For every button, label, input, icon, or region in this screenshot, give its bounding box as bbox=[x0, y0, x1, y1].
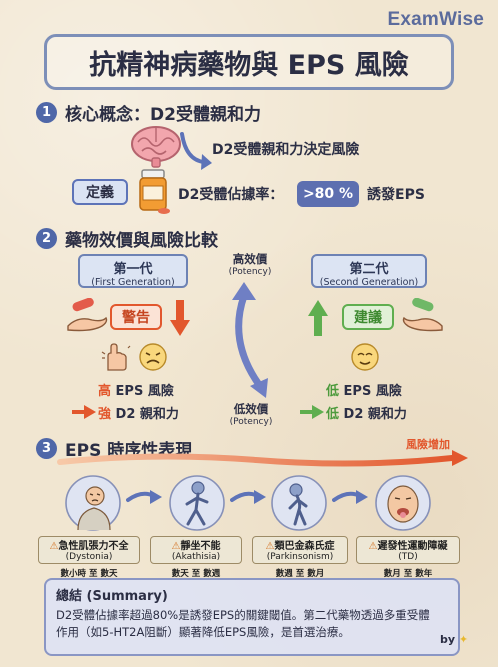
summary-title: 總結 (Summary) bbox=[56, 589, 168, 604]
warning-triangle-icon: ⚠ bbox=[49, 541, 59, 552]
definition-label: 定義 bbox=[86, 185, 114, 201]
first-affinity-rest: D2 親和力 bbox=[111, 407, 179, 422]
summary-body: D2受體佔據率超過80%是誘發EPS的關鍵閾值。第二代藥物透過多重受體作用（如5… bbox=[56, 608, 430, 639]
high-potency-sub: (Potency) bbox=[228, 267, 272, 277]
stage-td-name: 遲發性運動障礙 bbox=[377, 541, 448, 552]
low-potency-label: 低效價 (Potency) bbox=[226, 403, 276, 429]
lightbulb-icon: ✦ bbox=[458, 633, 469, 646]
first-gen-affinity: 強 D2 親和力 bbox=[98, 403, 179, 422]
stage-parkinsonism: ⚠類巴金森氏症 (Parkinsonism) bbox=[252, 536, 348, 564]
low-potency-sub: (Potency) bbox=[229, 417, 273, 427]
footer-by: by ✦ bbox=[440, 633, 468, 646]
title-banner: 抗精神病藥物與 EPS 風險 bbox=[44, 34, 454, 90]
stage-dystonia-name: 急性肌張力不全 bbox=[58, 541, 129, 552]
pill-bottle-icon bbox=[139, 169, 170, 214]
hand-pill-left-icon bbox=[67, 298, 108, 332]
section1-header: 1 核心概念：D2受體親和力 bbox=[36, 100, 261, 125]
high-potency-label: 高效價 (Potency) bbox=[228, 253, 272, 279]
first-gen-title: 第一代 bbox=[113, 262, 153, 277]
right-arrow-green-icon bbox=[300, 405, 324, 419]
stage-akathisia-name: 靜坐不能 bbox=[180, 541, 221, 552]
warning-triangle-icon: ⚠ bbox=[265, 541, 275, 552]
summary-box: 總結 (Summary) D2受體佔據率超過80%是誘發EPS的關鍵閾值。第二代… bbox=[44, 578, 460, 656]
section2-title: 藥物效價與風險比較 bbox=[65, 231, 218, 251]
first-risk-rest: EPS 風險 bbox=[111, 384, 174, 399]
stage-td: ⚠遲發性運動障礙 (TD) bbox=[356, 536, 460, 564]
tremor-hand-icon bbox=[101, 343, 131, 371]
threshold-value: >80 % bbox=[302, 186, 354, 202]
stage-parkinsonism-name: 類巴金森氏症 bbox=[274, 541, 335, 552]
section2-number: 2 bbox=[36, 228, 57, 249]
first-gen-subtitle: (First Generation) bbox=[91, 277, 175, 288]
tardive-dyskinesia-face-icon bbox=[375, 475, 431, 531]
curved-arrow-icon bbox=[180, 132, 212, 170]
warning-triangle-icon: ⚠ bbox=[368, 541, 378, 552]
first-gen-risk: 高 EPS 風險 bbox=[98, 380, 174, 399]
page-title: 抗精神病藥物與 EPS 風險 bbox=[89, 49, 409, 81]
section1-number: 1 bbox=[36, 102, 57, 123]
second-gen-risk: 低 EPS 風險 bbox=[326, 380, 402, 399]
potency-arrow-icon bbox=[232, 282, 268, 398]
stage-arrow-3-icon bbox=[332, 490, 368, 504]
stage-arrow-2-icon bbox=[230, 490, 266, 504]
stage-akathisia-time: 數天 至 數週 bbox=[171, 569, 221, 579]
section1-title: 核心概念：D2受體親和力 bbox=[65, 105, 261, 125]
definition-chip: 定義 bbox=[72, 179, 128, 205]
second-gen-affinity: 低 D2 親和力 bbox=[326, 403, 407, 422]
footer-by-text: by bbox=[440, 633, 456, 646]
stage-dystonia-time: 數小時 至 數天 bbox=[60, 569, 118, 579]
hand-pill-right-icon bbox=[402, 298, 443, 332]
worried-face-icon bbox=[139, 343, 167, 371]
suggest-label: 建議 bbox=[354, 310, 382, 326]
second-affinity-level: 低 bbox=[326, 407, 340, 422]
high-potency-text: 高效價 bbox=[232, 252, 268, 266]
first-risk-level: 高 bbox=[98, 384, 112, 399]
suggest-chip: 建議 bbox=[342, 304, 394, 330]
second-risk-level: 低 bbox=[326, 384, 340, 399]
first-affinity-level: 強 bbox=[98, 407, 112, 422]
induces-eps-text: 誘發EPS bbox=[367, 187, 425, 203]
occupancy-label: D2受體佔據率： bbox=[178, 187, 284, 203]
stage-td-time: 數月 至 數年 bbox=[383, 569, 433, 579]
akathisia-figure-icon bbox=[169, 475, 225, 531]
second-gen-box: 第二代 (Second Generation) bbox=[311, 254, 427, 288]
section2-header: 2 藥物效價與風險比較 bbox=[36, 226, 218, 251]
stage-akathisia-english: (Akathisia) bbox=[171, 552, 221, 562]
stage-parkinsonism-time: 數週 至 數月 bbox=[275, 569, 325, 579]
stage-td-english: (TD) bbox=[398, 552, 418, 562]
stage-dystonia-english: (Dystonia) bbox=[65, 552, 113, 562]
affinity-note: D2受體親和力決定風險 bbox=[212, 142, 360, 158]
stage-dystonia: ⚠急性肌張力不全 (Dystonia) bbox=[38, 536, 140, 564]
stage-arrow-1-icon bbox=[126, 490, 162, 504]
low-potency-text: 低效價 bbox=[233, 402, 269, 416]
threshold-badge: >80 % bbox=[297, 181, 359, 207]
up-arrow-icon bbox=[308, 300, 328, 336]
stage-parkinsonism-english: (Parkinsonism) bbox=[266, 552, 334, 562]
warning-chip: 警告 bbox=[110, 304, 162, 330]
brand-logo: ExamWise bbox=[387, 9, 484, 30]
second-gen-subtitle: (Second Generation) bbox=[319, 277, 419, 288]
first-gen-box: 第一代 (First Generation) bbox=[78, 254, 188, 288]
second-gen-title: 第二代 bbox=[349, 262, 389, 277]
stage-akathisia: ⚠靜坐不能 (Akathisia) bbox=[150, 536, 242, 564]
down-arrow-icon bbox=[170, 300, 190, 336]
right-arrow-red-icon bbox=[72, 405, 96, 419]
second-affinity-rest: D2 親和力 bbox=[339, 407, 407, 422]
dystonia-figure-icon bbox=[65, 475, 121, 531]
warning-label: 警告 bbox=[122, 310, 150, 326]
calm-face-icon bbox=[351, 343, 379, 371]
warning-triangle-icon: ⚠ bbox=[171, 541, 181, 552]
parkinsonism-figure-icon bbox=[271, 475, 327, 531]
brain-icon bbox=[131, 126, 181, 168]
second-risk-rest: EPS 風險 bbox=[339, 384, 402, 399]
risk-gradient-arrow-icon bbox=[57, 450, 468, 467]
section3-number: 3 bbox=[36, 438, 57, 459]
risk-increase-label: 風險增加 bbox=[406, 438, 450, 451]
